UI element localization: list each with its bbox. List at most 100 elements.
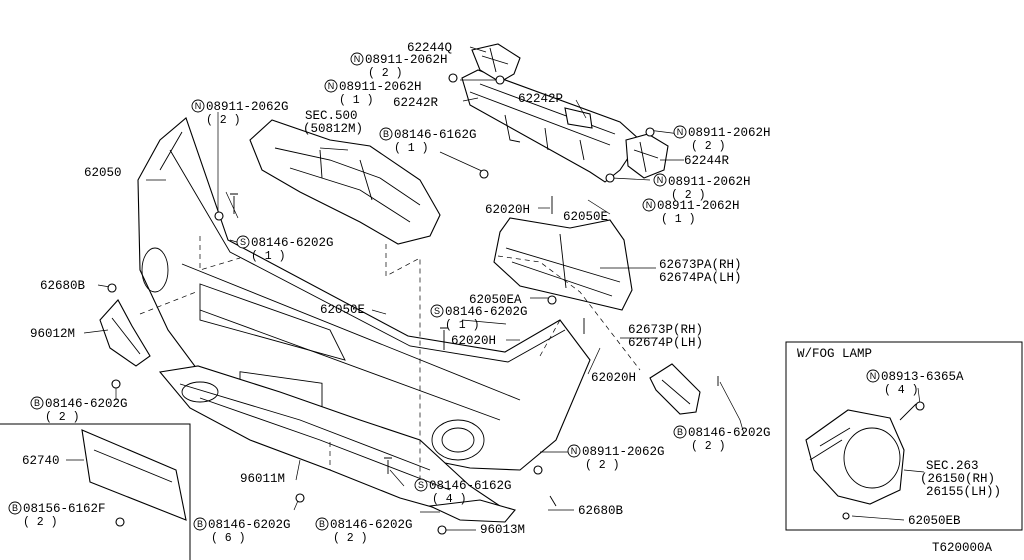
label-qty: ( 2 ) bbox=[206, 114, 241, 127]
side-garnish-62673pa bbox=[493, 217, 633, 311]
svg-text:N: N bbox=[571, 446, 578, 456]
label-62050e: 62050E bbox=[320, 303, 365, 317]
label-62020h: 62020H bbox=[591, 371, 636, 385]
label-qty: ( 2 ) bbox=[45, 411, 80, 424]
label-qty: ( 2 ) bbox=[671, 189, 706, 202]
label-nut-08911-2062g: 08911-2062G bbox=[206, 100, 289, 114]
nut-symbol: N bbox=[653, 173, 667, 187]
label-62740: 62740 bbox=[22, 454, 60, 468]
bracket-62244r bbox=[625, 133, 669, 179]
label-sec500-ref: (50812M) bbox=[303, 122, 363, 136]
label-sec263: SEC.263 bbox=[926, 459, 979, 473]
label-62020h: 62020H bbox=[451, 334, 496, 348]
label-nut-08911-2062h: 08911-2062H bbox=[688, 126, 771, 140]
label-96012m: 96012M bbox=[30, 327, 75, 341]
svg-text:S: S bbox=[240, 237, 246, 247]
bracket-62244q bbox=[471, 43, 521, 83]
svg-text:S: S bbox=[434, 306, 440, 316]
label-qty: ( 1 ) bbox=[445, 319, 480, 332]
label-26150-rh: (26150(RH) bbox=[920, 472, 995, 486]
label-qty: ( 4 ) bbox=[884, 384, 919, 397]
screw-symbol: S bbox=[414, 478, 428, 492]
label-62674p-lh: 62674P(LH) bbox=[628, 336, 703, 350]
fog-lamp bbox=[805, 403, 917, 505]
svg-text:N: N bbox=[195, 101, 202, 111]
bolt-symbol: B bbox=[8, 501, 22, 515]
label-62244q: 62244Q bbox=[407, 41, 452, 55]
label-qty: ( 2 ) bbox=[368, 67, 403, 80]
label-bolt-08156-6162f: 08156-6162F bbox=[23, 502, 106, 516]
label-qty: ( 2 ) bbox=[691, 140, 726, 153]
svg-text:B: B bbox=[319, 519, 325, 529]
label-96011m: 96011M bbox=[240, 472, 285, 486]
label-62674pa-lh: 62674PA(LH) bbox=[659, 271, 742, 285]
label-nut-08911-2062h: 08911-2062H bbox=[365, 53, 448, 67]
label-qty: ( 2 ) bbox=[691, 440, 726, 453]
label-96013m: 96013M bbox=[480, 523, 525, 537]
bracket-96013m bbox=[428, 499, 516, 523]
svg-text:B: B bbox=[34, 398, 40, 408]
label-qty: ( 2 ) bbox=[333, 532, 368, 545]
label-screw-08146-6202g: 08146-6202G bbox=[445, 305, 528, 319]
bracket-96012m bbox=[99, 299, 151, 367]
leader-lines bbox=[66, 46, 925, 531]
diagram-code: T620000A bbox=[932, 541, 993, 555]
part-labels: 62244Q 08911-2062H ( 2 ) 08911-2062H ( 1… bbox=[22, 41, 1001, 555]
label-bolt-08146-6162g: 08146-6162G bbox=[429, 479, 512, 493]
label-62680b: 62680B bbox=[578, 504, 624, 518]
bolt-symbol: B bbox=[30, 396, 44, 410]
label-62680b: 62680B bbox=[40, 279, 86, 293]
label-62050e: 62050E bbox=[563, 210, 608, 224]
nut-symbol: N bbox=[324, 79, 338, 93]
label-bolt-08146-6162g: 08146-6162G bbox=[394, 128, 477, 142]
label-nut-08913-6365a: 08913-6365A bbox=[881, 370, 964, 384]
label-bolt-08146-6202g: 08146-6202G bbox=[330, 518, 413, 532]
svg-text:N: N bbox=[677, 127, 684, 137]
svg-text:B: B bbox=[383, 129, 389, 139]
nut-symbol: N bbox=[673, 125, 687, 139]
svg-text:N: N bbox=[354, 54, 361, 64]
splash-shield bbox=[249, 119, 441, 245]
svg-text:N: N bbox=[870, 371, 877, 381]
license-bracket-62740 bbox=[81, 429, 187, 521]
svg-text:S: S bbox=[418, 480, 424, 490]
svg-text:B: B bbox=[12, 503, 18, 513]
bracket-62673p bbox=[649, 363, 701, 415]
svg-text:B: B bbox=[197, 519, 203, 529]
svg-text:N: N bbox=[657, 175, 664, 185]
label-bolt-08146-6202g: 08146-6202G bbox=[45, 397, 128, 411]
label-qty: ( 1 ) bbox=[251, 250, 286, 263]
bolt-symbol: B bbox=[379, 127, 393, 141]
nut-symbol: N bbox=[866, 369, 880, 383]
label-62050: 62050 bbox=[84, 166, 122, 180]
label-62673p-rh: 62673P(RH) bbox=[628, 323, 703, 337]
label-62244r: 62244R bbox=[684, 154, 730, 168]
nut-symbol: N bbox=[567, 444, 581, 458]
label-qty: ( 4 ) bbox=[432, 493, 467, 506]
svg-text:N: N bbox=[328, 81, 335, 91]
label-qty: ( 1 ) bbox=[394, 142, 429, 155]
label-qty: ( 2 ) bbox=[23, 516, 58, 529]
label-62242p: 62242P bbox=[518, 92, 563, 106]
label-qty: ( 2 ) bbox=[585, 459, 620, 472]
label-qty: ( 6 ) bbox=[211, 532, 246, 545]
nut-symbol: N bbox=[191, 99, 205, 113]
bumper-reinforcement bbox=[461, 69, 641, 183]
license-inset-border bbox=[0, 423, 191, 560]
assembly-lines bbox=[139, 236, 641, 480]
bolt-symbol: B bbox=[193, 517, 207, 531]
bolt-symbol: B bbox=[315, 517, 329, 531]
fog-box-title: W/FOG LAMP bbox=[797, 347, 872, 361]
fastener-glyphs bbox=[107, 73, 925, 535]
screw-symbol: S bbox=[236, 235, 250, 249]
label-bolt-08146-6202g: 08146-6202G bbox=[688, 426, 771, 440]
label-62050eb: 62050EB bbox=[908, 514, 961, 528]
label-nut-08911-2062g: 08911-2062G bbox=[582, 445, 665, 459]
label-qty: ( 1 ) bbox=[339, 94, 374, 107]
nut-symbol: N bbox=[642, 198, 656, 212]
label-62673pa-rh: 62673PA(RH) bbox=[659, 258, 742, 272]
nut-symbol: N bbox=[350, 52, 364, 66]
bolt-symbol: B bbox=[673, 425, 687, 439]
label-bolt-08146-6202g: 08146-6202G bbox=[208, 518, 291, 532]
